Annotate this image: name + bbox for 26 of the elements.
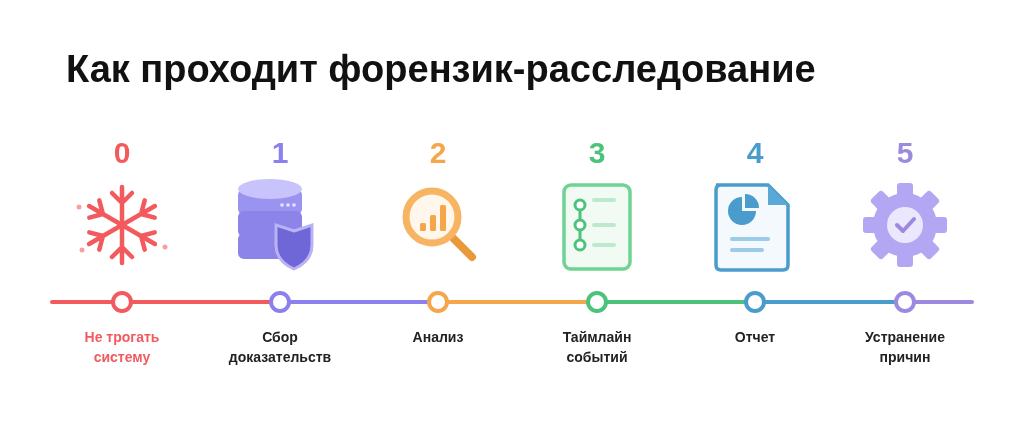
step-label: Не трогать систему <box>83 328 161 367</box>
step-label: Сбор доказательств <box>227 328 333 367</box>
step-label: Таймлайн событий <box>561 328 633 367</box>
timeline-line <box>50 300 113 304</box>
timeline-line <box>447 300 588 304</box>
timeline-line <box>131 300 271 304</box>
step-number: 2 <box>428 136 448 170</box>
timeline-line <box>606 300 746 304</box>
step-circle <box>894 291 916 313</box>
timeline-line <box>914 300 974 304</box>
step-number: 1 <box>270 136 290 170</box>
step-circle <box>111 291 133 313</box>
step-circle <box>586 291 608 313</box>
timeline-line <box>289 300 429 304</box>
step-number: 4 <box>745 136 765 170</box>
step-number: 5 <box>895 136 915 170</box>
step-label: Анализ <box>411 328 465 347</box>
step-label: Устранение причин <box>864 328 946 367</box>
step-number: 0 <box>112 136 132 170</box>
step-circle <box>269 291 291 313</box>
step-label: Отчет <box>733 328 777 347</box>
title: Как проходит форензик-расследование <box>66 48 816 91</box>
step-circle <box>744 291 766 313</box>
timeline-line <box>764 300 896 304</box>
step-number: 3 <box>587 136 607 170</box>
step-circle <box>427 291 449 313</box>
